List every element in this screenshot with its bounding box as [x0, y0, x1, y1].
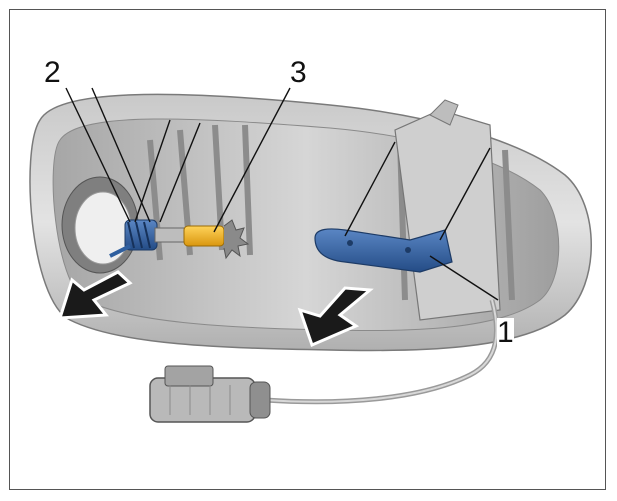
blue-lever-part: [314, 228, 453, 273]
handle-housing: [29, 93, 592, 352]
callout-3: 3: [290, 56, 307, 89]
callout-2: 2: [44, 56, 61, 89]
callout-1: 1: [497, 316, 514, 349]
connector-cable: [264, 299, 499, 405]
arrow-left-down-icon: [297, 286, 374, 348]
blue-spring-part: [109, 219, 186, 258]
electrical-connector: [149, 365, 271, 423]
arrow-left-down-icon: [57, 270, 133, 320]
leader-lines: [65, 87, 499, 301]
